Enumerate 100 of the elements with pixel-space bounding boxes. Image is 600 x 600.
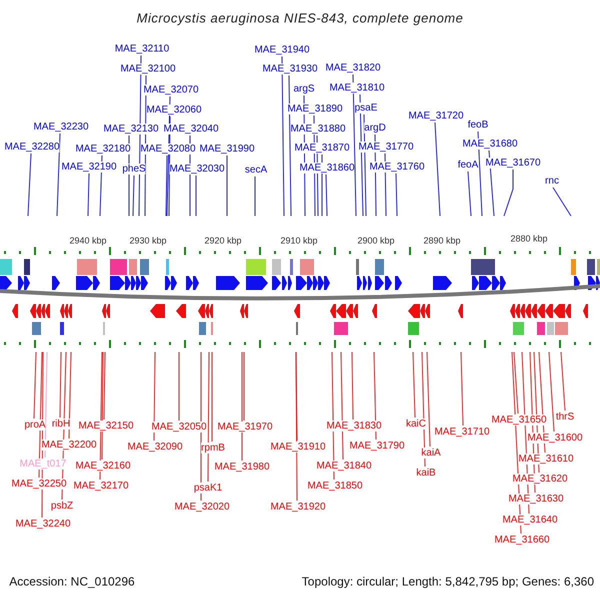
gene-label: MAE_31650 [491,414,547,426]
leader-line [28,153,32,216]
gene-label: MAE_32020 [174,502,230,512]
gene-label: thrS [556,412,574,422]
gene-label: MAE_31840 [316,460,372,472]
leader-line [552,187,572,216]
gene-label: MAE_32060 [146,104,202,116]
gene-label: MAE_32150 [78,420,134,432]
gene-label: MAE_32250 [11,478,67,490]
gene-label: proA [24,420,46,430]
leader-line [364,114,366,216]
gene-label: MAE_32160 [75,460,131,472]
leader-line [282,56,284,216]
gene-label: argD [364,122,386,134]
gene-label: MAE_31970 [217,422,273,432]
leader-line [166,155,168,216]
gene-label: MAE_32070 [143,84,199,96]
scale-label: 2930 kbp [129,236,167,246]
leader-line [178,352,180,421]
genome-info-text: Topology: circular; Length: 5,842,795 bp; Genes: 6,360 [302,576,594,588]
leader-line [560,352,566,411]
gene-label: MAE_31660 [494,534,550,546]
map-title: Microcystis aeruginosa NIES-843, complete genome [136,12,464,24]
gene-label: MAE_31890 [287,104,343,114]
gene-label: MAE_31720 [408,110,464,122]
leader-line [68,352,72,439]
gene-label: MAE_31790 [349,440,405,452]
gene-label: MAE_32280 [4,142,60,152]
leader-line [434,122,440,216]
leader-line [478,131,482,216]
gene-label: MAE_31920 [270,502,326,512]
leader-line [548,352,554,432]
gene-label: MAE_31710 [434,426,490,438]
gene-label: MAE_31670 [485,158,541,168]
leader-line [426,352,430,447]
gene-label: MAE_32170 [73,480,129,492]
leader-line [104,352,106,420]
gene-label: MAE_31820 [325,62,381,74]
gene-label: MAE_31760 [369,162,425,172]
leader-line [154,352,156,441]
leader-line [88,173,90,216]
leader-line [460,352,464,426]
gene-label: MAE_31600 [527,432,583,444]
gene-label: MAE_31620 [512,474,568,484]
leader-line [326,174,328,216]
gene-label: MAE_32090 [127,442,183,452]
gene-label: psbZ [50,500,74,512]
gene-label: feoB [468,120,488,130]
leader-line [254,176,256,216]
leader-line [352,74,356,216]
scale-label: 2890 kbp [423,236,461,246]
gene-label: MAE_31850 [307,480,363,492]
gene-label: MAE_31770 [358,142,414,152]
gene-label: MAE_31930 [262,64,318,74]
scale-label: 2880 kbp [510,234,548,244]
gene-label: MAE_32080 [140,144,196,154]
leader-line [360,94,364,216]
leader-line [102,352,104,460]
gene-label: MAE_32190 [61,162,117,172]
gene-label: psaK1 [194,482,222,494]
gene-label: MAE_32050 [151,422,207,432]
scale-label: 2900 kbp [357,236,395,246]
gene-label: MAE_31680 [462,138,518,150]
leader-line [296,352,298,501]
gene-label: feoA [458,160,478,170]
scale-label: 2920 kbp [204,236,242,246]
gene-label: MAE_31870 [294,142,350,154]
gene-label: MAE_31940 [254,44,310,56]
gene-label: MAE_31910 [270,442,326,452]
leader-line [340,352,344,460]
gene-label: ribH [52,418,70,430]
scale-label: 2940 kbp [69,236,107,246]
scale-label: 2910 kbp [280,236,318,246]
leader-line [132,175,134,216]
gene-label: MAE_32040 [163,124,219,134]
leader-line [468,171,472,216]
leader-line [514,352,518,414]
accession-text: Accession: NC_010296 [9,576,135,588]
gene-label: rnc [545,176,559,186]
leader-line [208,352,210,482]
gene-label: MAE_32130 [103,124,159,134]
gene-label: pheS [122,164,146,174]
gene-label: MAE_32180 [75,144,131,154]
gene-label: MAE_31630 [508,494,564,504]
gene-label: rpmB [201,442,225,454]
leader-line [422,352,426,467]
leader-line [38,352,42,478]
gene-label: MAE_31980 [214,462,270,472]
gene-label: psaE [354,102,378,114]
leader-line [288,75,292,216]
gene-label: MAE_32200 [41,440,97,450]
leader-line [56,133,60,216]
gene-label: secA [244,164,268,176]
leader-line [352,352,354,420]
leader-line [504,169,514,216]
gene-label: MAE_31990 [199,144,255,154]
gene-label: MAE_32110 [114,44,170,54]
leader-line [44,352,48,458]
gene-label: MAE_31860 [299,162,355,174]
leader-line [412,352,416,418]
